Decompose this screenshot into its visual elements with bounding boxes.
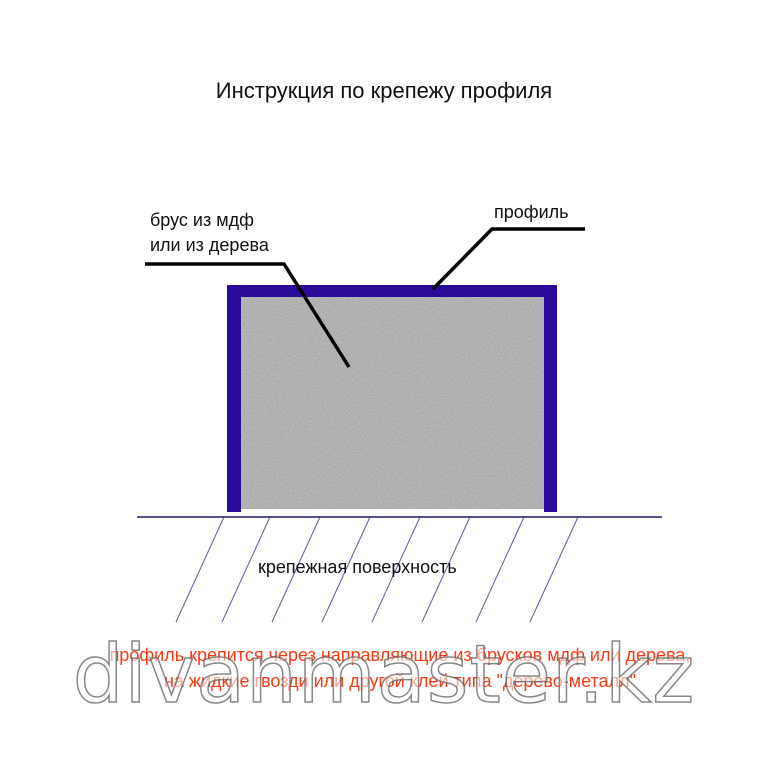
diagram-title: Инструкция по крепежу профиля	[215, 78, 553, 103]
block-label-line1: брус из мдф	[150, 210, 254, 230]
wood-block	[241, 297, 544, 509]
block-leader-line	[145, 262, 351, 368]
mounting-note-line2: на жидкие гвозди или другой клей типа "д…	[163, 671, 637, 691]
mounting-note: профиль крепится через направляющие из б…	[0, 642, 768, 694]
block-label: брус из мдф или из дерева	[150, 208, 269, 258]
block-label-line2: или из дерева	[150, 235, 269, 255]
mounting-note-line1: профиль крепится через направляющие из б…	[109, 645, 691, 665]
surface-hatching	[175, 516, 579, 623]
profile-label: профиль	[494, 202, 569, 222]
profile-leader-line	[431, 227, 585, 291]
surface-label: крепежная поверхность	[258, 557, 457, 577]
